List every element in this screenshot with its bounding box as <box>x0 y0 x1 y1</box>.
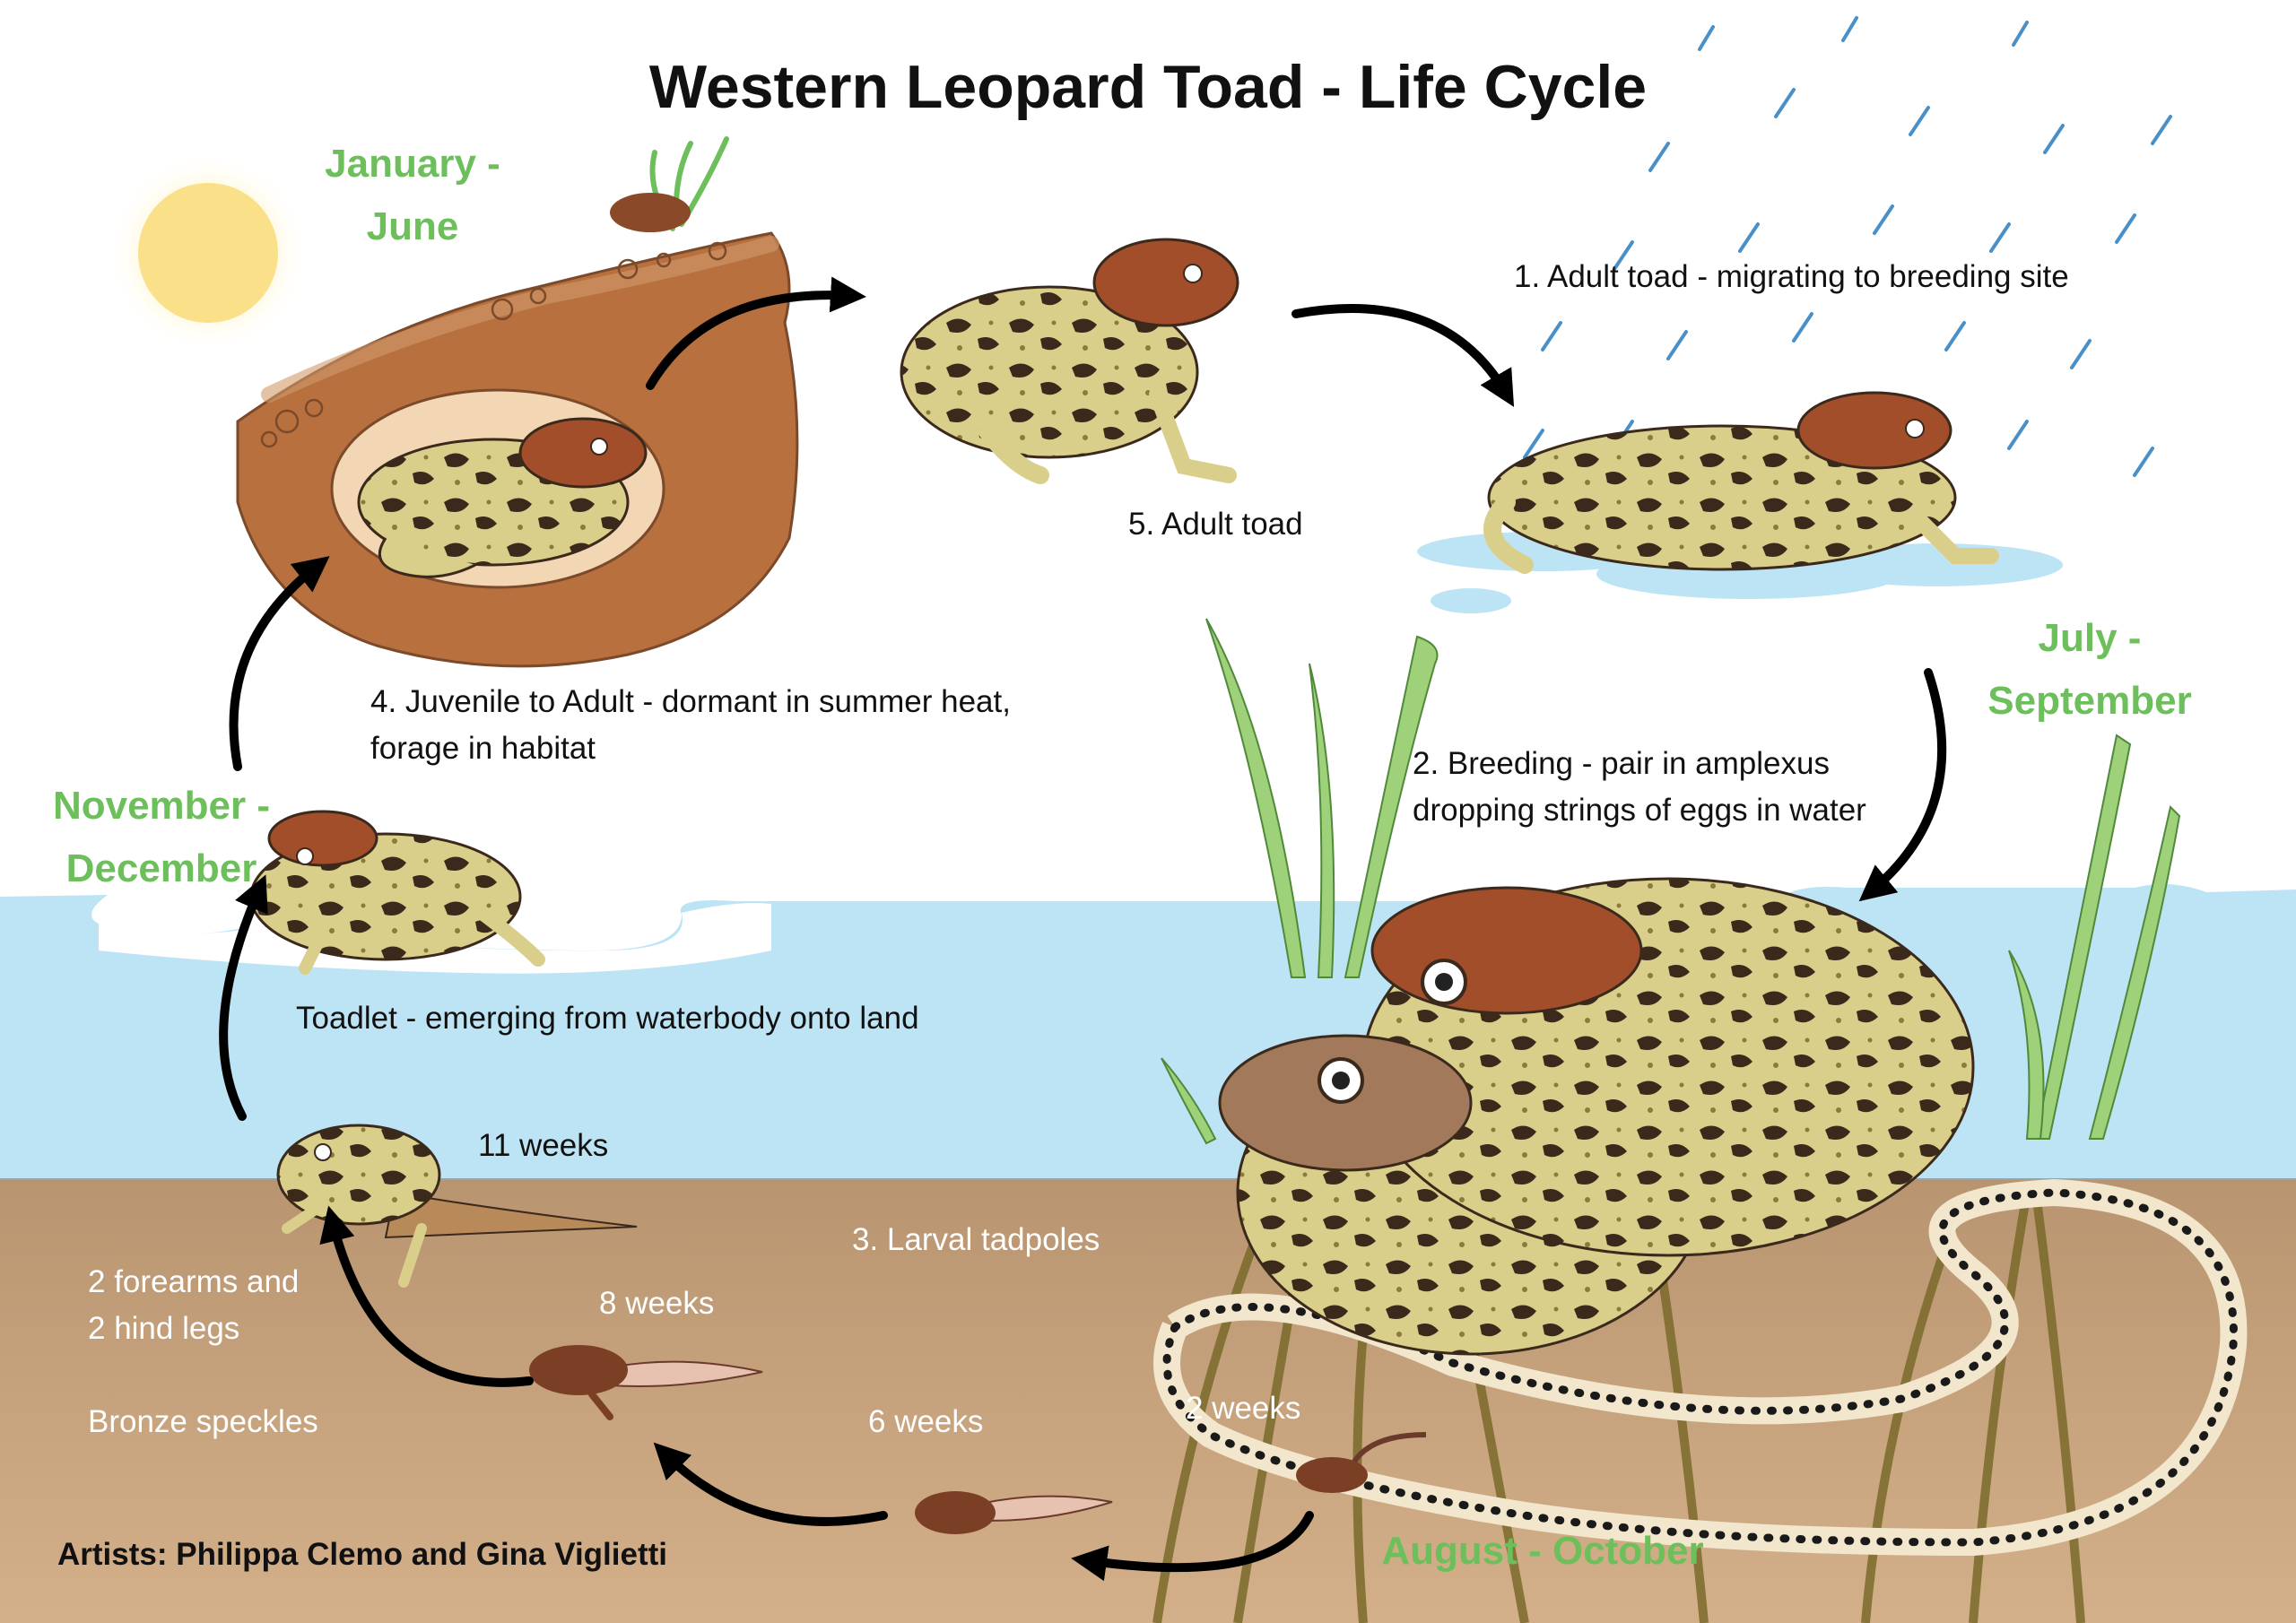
toadlet-land <box>99 903 771 974</box>
note-legs: 2 forearms and 2 hind legs <box>88 1259 299 1352</box>
arrow-eggs-to-6weeks <box>1071 1511 1314 1582</box>
toad-adult <box>900 238 1239 484</box>
stage-4-line1: 4. Juvenile to Adult - dormant in summer… <box>370 684 1011 719</box>
stage-5-label: 5. Adult toad <box>1128 507 1303 542</box>
season-nov-dec: November - December <box>27 775 296 900</box>
mud-ground <box>0 1179 2296 1623</box>
tadpole-6-weeks <box>915 1491 1113 1534</box>
arrow-adult-to-migrating <box>1292 304 1515 407</box>
sun <box>108 152 309 353</box>
season-jul-sep: July - September <box>1960 607 2220 733</box>
arrow-11weeks-to-toadlet <box>219 874 268 1121</box>
reeds <box>1161 618 2181 1145</box>
page-title: Western Leopard Toad - Life Cycle <box>648 53 1648 121</box>
season-nov-dec-line2: December <box>65 846 257 890</box>
arrow-toadlet-to-burrow <box>229 556 330 771</box>
season-jan-jun-line1: January - <box>325 142 500 186</box>
stage-4-line2: forage in habitat <box>370 731 596 766</box>
artist-credits: Artists: Philippa Clemo and Gina Vigliet… <box>57 1537 668 1572</box>
duration-6-weeks: 6 weeks <box>868 1404 984 1439</box>
stage-2-line2: dropping strings of eggs in water <box>1413 793 1866 828</box>
tadpole-2-weeks <box>1296 1432 1427 1493</box>
note-speckles: Bronze speckles <box>88 1404 318 1439</box>
note-legs-line2: 2 hind legs <box>88 1311 240 1346</box>
season-jul-sep-line1: July - <box>2038 616 2142 660</box>
note-legs-line1: 2 forearms and <box>88 1264 300 1299</box>
season-jan-jun: January - June <box>296 133 529 258</box>
toad-migrating <box>1483 391 1999 574</box>
toadlet-label: Toadlet - emerging from waterbody onto l… <box>296 1001 919 1036</box>
duration-2-weeks: 2 weeks <box>1186 1391 1301 1426</box>
duration-8-weeks: 8 weeks <box>599 1286 715 1321</box>
stage-3-label: 3. Larval tadpoles <box>852 1222 1100 1257</box>
arrow-8weeks-to-11weeks <box>319 1205 534 1387</box>
stage-4-label: 4. Juvenile to Adult - dormant in summer… <box>370 679 1011 772</box>
season-jul-sep-line2: September <box>1987 679 2192 723</box>
season-jan-jun-line2: June <box>366 204 459 248</box>
froglet-11-weeks <box>276 1124 638 1288</box>
stage-2-label: 2. Breeding - pair in amplexus dropping … <box>1413 741 1866 834</box>
tadpole-8-weeks <box>529 1345 763 1420</box>
cycle-arrows <box>219 276 1947 1582</box>
toadlet <box>249 810 545 975</box>
egg-strings <box>1153 1178 2248 1557</box>
arrow-migrating-to-breeding <box>1858 668 1947 902</box>
arrow-6weeks-to-8weeks <box>653 1442 888 1526</box>
arrow-burrow-to-adult <box>646 276 866 390</box>
duration-11-weeks: 11 weeks <box>478 1128 609 1163</box>
stage-2-line1: 2. Breeding - pair in amplexus <box>1413 746 1830 781</box>
stage-1-label: 1. Adult toad - migrating to breeding si… <box>1514 259 2069 294</box>
toads-amplexus <box>1218 877 1975 1356</box>
toad-dormant <box>357 417 648 578</box>
season-nov-dec-line1: November - <box>52 784 271 828</box>
season-aug-oct: August - October <box>1381 1529 1704 1573</box>
